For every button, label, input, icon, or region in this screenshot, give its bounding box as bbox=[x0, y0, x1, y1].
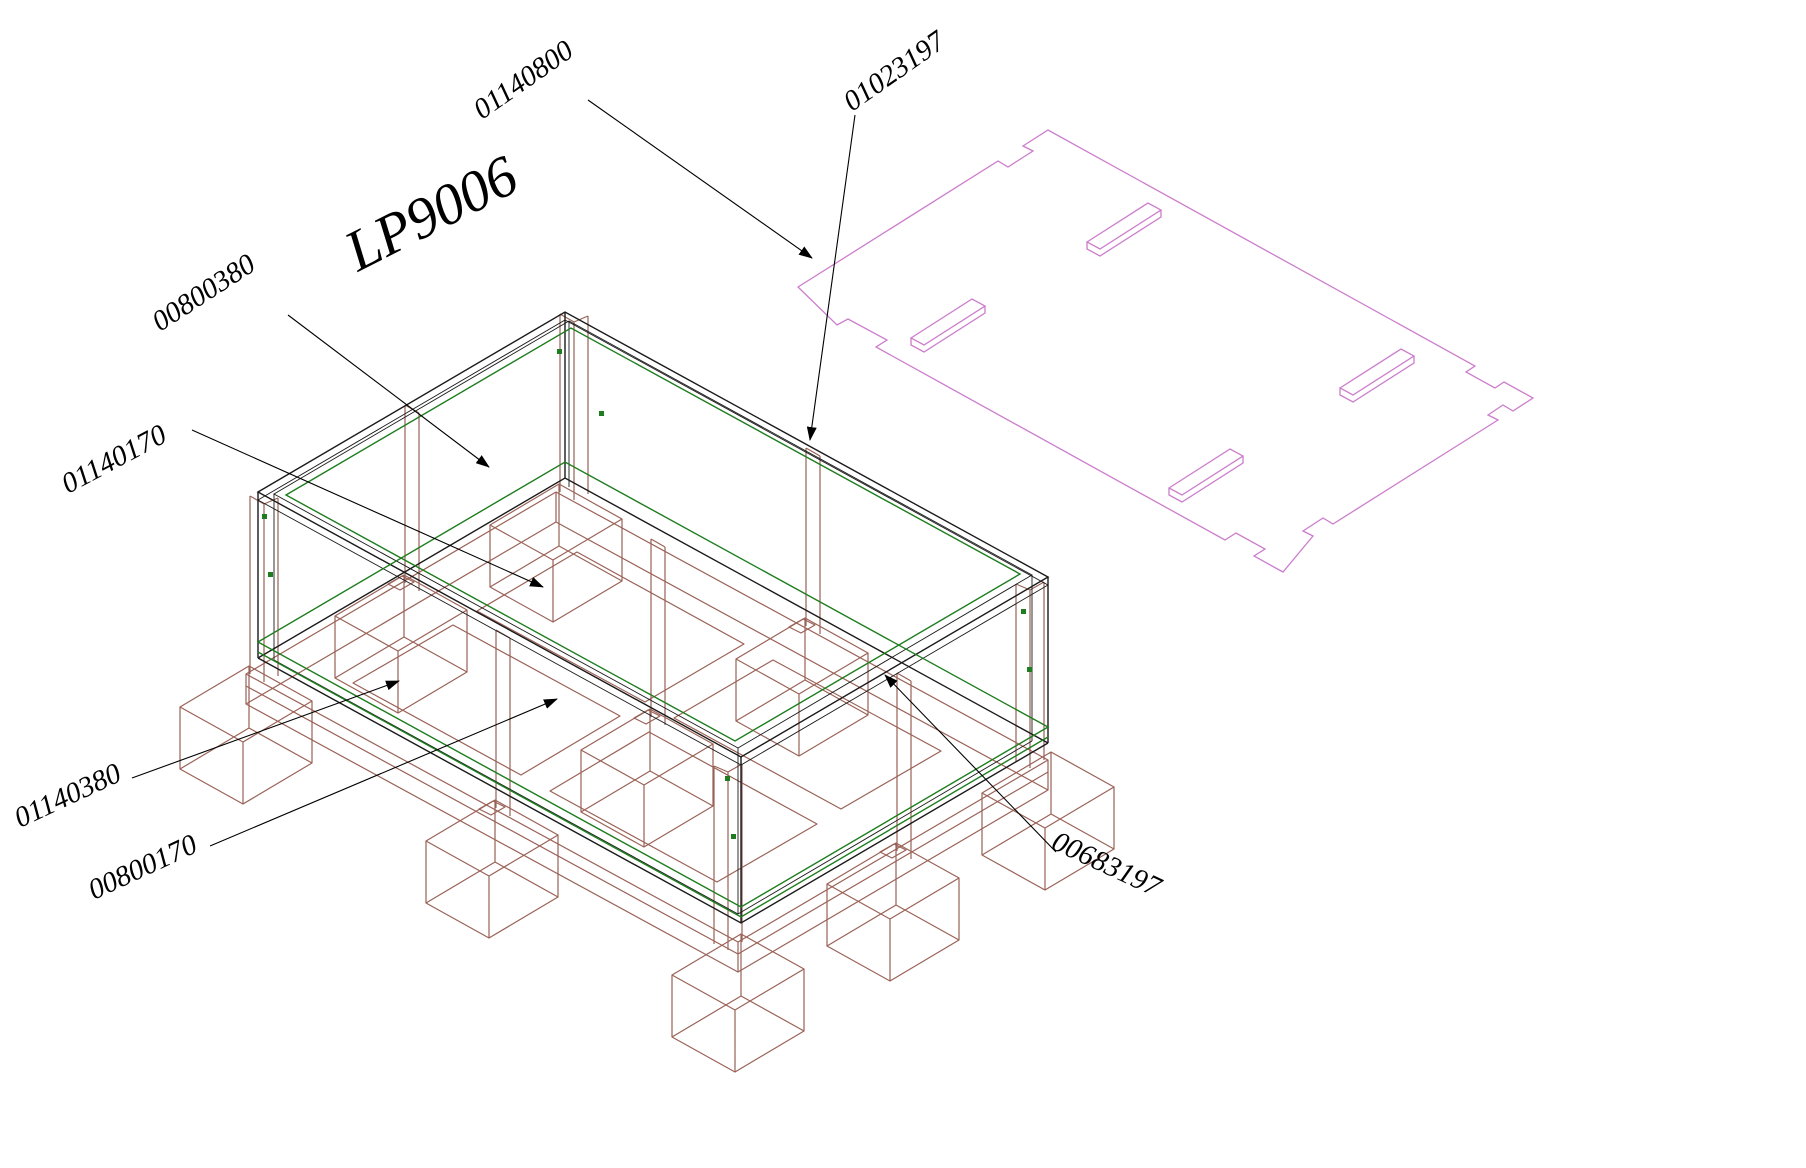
sleeve-inner-bottom-edges bbox=[273, 659, 1033, 915]
pallet-foot bbox=[735, 617, 869, 757]
lid-slot bbox=[1085, 202, 1163, 257]
pallet-foot bbox=[580, 708, 714, 848]
part-number-00683197: 00683197 bbox=[1047, 825, 1167, 904]
sleeve-collar bbox=[256, 311, 1050, 924]
deck-opening bbox=[352, 624, 621, 776]
pallet-foot bbox=[489, 483, 623, 623]
mid-post bbox=[404, 404, 420, 591]
mid-post bbox=[650, 538, 666, 725]
corner-post bbox=[559, 313, 589, 500]
leader-01140170 bbox=[191, 429, 544, 588]
pallet-foot bbox=[334, 574, 468, 714]
leader-lines bbox=[131, 99, 1057, 853]
sleeve-rim-lip bbox=[257, 319, 1049, 766]
part-number-01140800: 01140800 bbox=[468, 34, 580, 126]
corner-post bbox=[249, 495, 279, 682]
part-number-01140380: 01140380 bbox=[9, 757, 126, 834]
sleeve-inner-vertical-edges bbox=[273, 321, 1033, 914]
part-number-00800170: 00800170 bbox=[83, 828, 202, 906]
sleeve-vertical-edges bbox=[257, 312, 1049, 923]
pallet-foot bbox=[425, 799, 559, 939]
screw-dots bbox=[262, 349, 1032, 839]
drawing-title: LP9006 bbox=[334, 142, 528, 284]
pallet-foot bbox=[826, 842, 960, 982]
part-number-00800380: 00800380 bbox=[146, 248, 261, 338]
mid-post bbox=[805, 447, 821, 634]
deck-opening bbox=[673, 659, 942, 810]
corner-post bbox=[1015, 581, 1045, 768]
lid-panel bbox=[796, 129, 1535, 573]
seal-strip-top bbox=[284, 327, 1022, 742]
seal-strips bbox=[256, 327, 1050, 918]
lid-slot bbox=[1167, 448, 1245, 503]
leader-01023197 bbox=[806, 114, 856, 441]
part-number-01140170: 01140170 bbox=[56, 418, 172, 500]
seal-strip-bottom-edge bbox=[257, 651, 1049, 918]
sleeve-bottom-edges bbox=[257, 477, 1049, 924]
deck-opening bbox=[476, 551, 745, 703]
lid-slot bbox=[1338, 348, 1416, 403]
seal-strip-bottom bbox=[256, 461, 1050, 908]
lid-outline bbox=[796, 129, 1535, 573]
pallet-foot bbox=[179, 665, 313, 805]
deck-corner-edges bbox=[245, 492, 1049, 972]
leader-01140380 bbox=[131, 680, 400, 779]
leader-00683197 bbox=[884, 674, 1057, 853]
sleeve-outer-rim bbox=[256, 311, 1050, 758]
sleeve-inner-rim bbox=[273, 320, 1033, 749]
leader-00800380 bbox=[287, 314, 490, 468]
deck-opening bbox=[549, 731, 818, 883]
part-number-01023197: 01023197 bbox=[838, 24, 953, 118]
pallet-foot bbox=[981, 751, 1115, 891]
leader-00800170 bbox=[209, 698, 558, 847]
lid-slot bbox=[909, 298, 987, 353]
mid-post bbox=[896, 672, 912, 859]
corner-post bbox=[713, 763, 743, 950]
leader-01140800 bbox=[587, 99, 813, 259]
pallet-foot bbox=[671, 933, 805, 1073]
